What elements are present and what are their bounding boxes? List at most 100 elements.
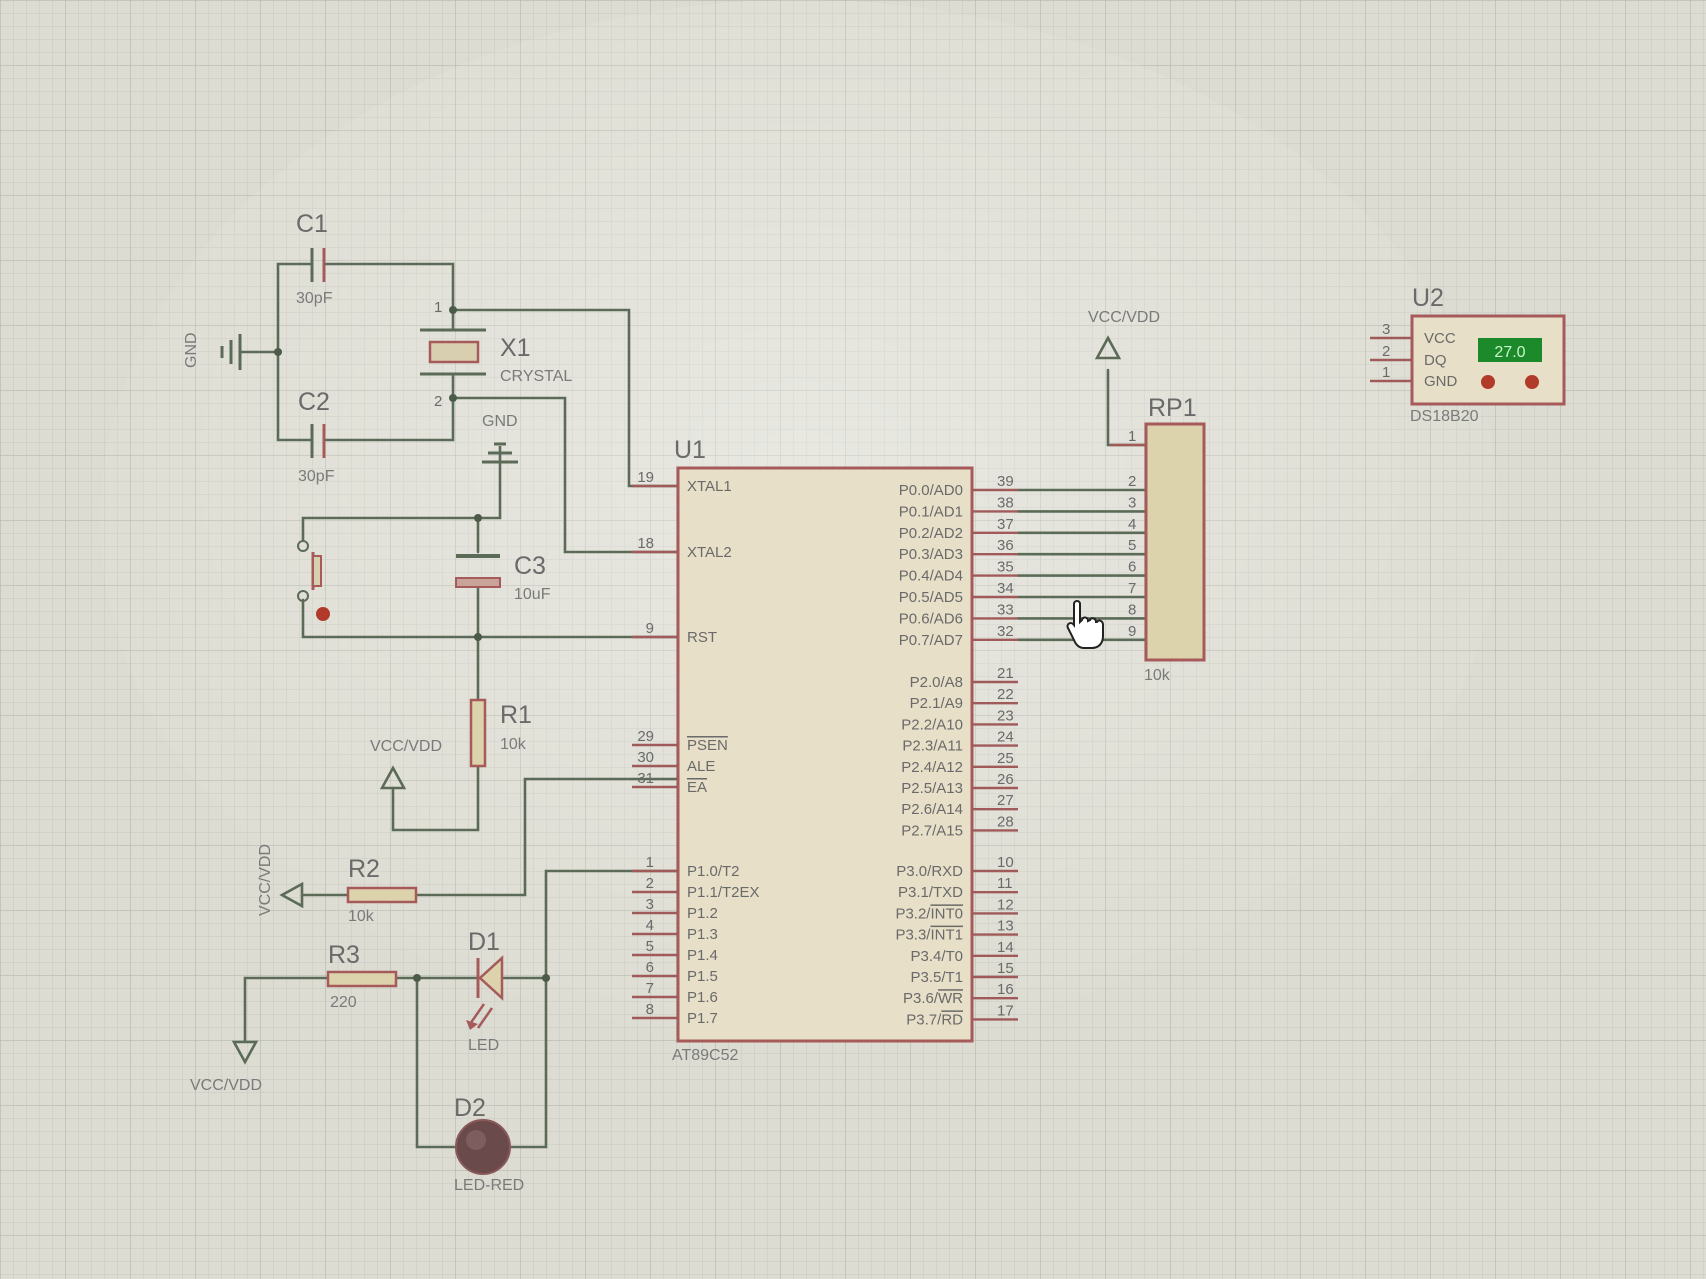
u2-up-button-icon[interactable] [1525, 375, 1539, 389]
u1-pin-number: 32 [997, 623, 1014, 640]
vcc-r1-terminal[interactable]: VCC/VDD [370, 738, 442, 790]
u1-pin-name: P3.1/TXD [898, 884, 963, 901]
vcc-rp1-terminal[interactable]: VCC/VDD [1088, 309, 1160, 360]
c1-capacitor[interactable]: C1 30pF [296, 210, 333, 307]
r1-resistor[interactable]: R1 10k [469, 698, 532, 768]
vcc-r2-terminal[interactable]: VCC/VDD [257, 844, 304, 916]
u2-part: DS18B20 [1410, 408, 1479, 425]
u1-pin-name: XTAL2 [687, 544, 732, 561]
u1-pin-number: 38 [997, 494, 1014, 511]
u1-pin-number: 10 [997, 854, 1014, 871]
u2-pin-number: 2 [1382, 343, 1390, 360]
u1-pin-4[interactable]: 4P1.3 [632, 917, 718, 943]
vcc-r3-terminal[interactable]: VCC/VDD [190, 1040, 262, 1094]
x1-crystal[interactable]: 1 2 X1 CRYSTAL [420, 299, 572, 410]
u2-down-button-icon[interactable] [1481, 375, 1495, 389]
u1-pin-name: P3.6/WR [903, 990, 963, 1007]
u1-chip[interactable]: U1 AT89C52 19XTAL118XTAL29RST29PSEN30ALE… [632, 436, 1018, 1064]
u2-pin-name: VCC [1424, 330, 1456, 347]
reset-button[interactable] [297, 540, 330, 621]
rp1-ref: RP1 [1148, 394, 1197, 422]
u1-pin-name: P2.6/A14 [901, 801, 963, 818]
u1-pin-number: 7 [646, 980, 654, 997]
u1-pin-8[interactable]: 8P1.7 [632, 1001, 718, 1027]
c3-ref: C3 [514, 552, 546, 580]
d2-value: LED-RED [454, 1177, 524, 1194]
gnd-top-label: GND [482, 413, 518, 430]
u1-pin-name: XTAL1 [687, 478, 732, 495]
u1-pin-name: P3.4/T0 [910, 948, 963, 965]
c3-value: 10uF [514, 586, 551, 603]
r3-resistor[interactable]: R3 220 [326, 941, 398, 1011]
d1-led[interactable]: D1 LED [466, 928, 504, 1054]
u1-pin-7[interactable]: 7P1.6 [632, 980, 718, 1006]
reset-button-indicator-icon [316, 607, 330, 621]
u1-pin-name: RST [687, 629, 717, 646]
c2-value: 30pF [298, 468, 335, 485]
c2-capacitor[interactable]: C2 30pF [298, 388, 335, 485]
u1-pin-name: P3.3/INT1 [895, 927, 963, 944]
gnd-left-terminal[interactable]: GND [183, 332, 242, 370]
u1-pin-number: 16 [997, 981, 1014, 998]
rp1-pin-number: 8 [1128, 601, 1136, 618]
r2-resistor[interactable]: R2 10k [346, 855, 418, 925]
u1-pin-number: 9 [646, 620, 654, 637]
u1-pin-number: 13 [997, 918, 1014, 935]
u1-pin-2[interactable]: 2P1.1/T2EX [632, 875, 760, 901]
vcc-r2-label: VCC/VDD [257, 844, 274, 916]
u1-pin-name: P1.2 [687, 905, 718, 922]
d2-ref: D2 [454, 1094, 486, 1122]
rp1-pin-number: 9 [1128, 623, 1136, 640]
c3-capacitor[interactable]: C3 10uF [455, 552, 551, 603]
u1-pin-name: P1.6 [687, 989, 718, 1006]
u1-pin-3[interactable]: 3P1.2 [632, 896, 718, 922]
u2-pin-2[interactable]: 2DQ [1370, 343, 1447, 369]
x1-ref: X1 [500, 334, 531, 362]
hand-cursor-icon [1066, 600, 1104, 649]
vcc-r3-label: VCC/VDD [190, 1077, 262, 1094]
u2-ref: U2 [1412, 284, 1444, 312]
u1-pin-1[interactable]: 1P1.0/T2 [632, 854, 740, 880]
u1-pin-number: 17 [997, 1002, 1014, 1019]
gnd-top-terminal[interactable]: GND [482, 413, 518, 464]
d2-led-red[interactable]: D2 LED-RED [454, 1094, 524, 1194]
u1-pin-name: P0.3/AD3 [899, 546, 963, 563]
u1-pin-6[interactable]: 6P1.5 [632, 959, 718, 985]
u1-pin-5[interactable]: 5P1.4 [632, 938, 718, 964]
